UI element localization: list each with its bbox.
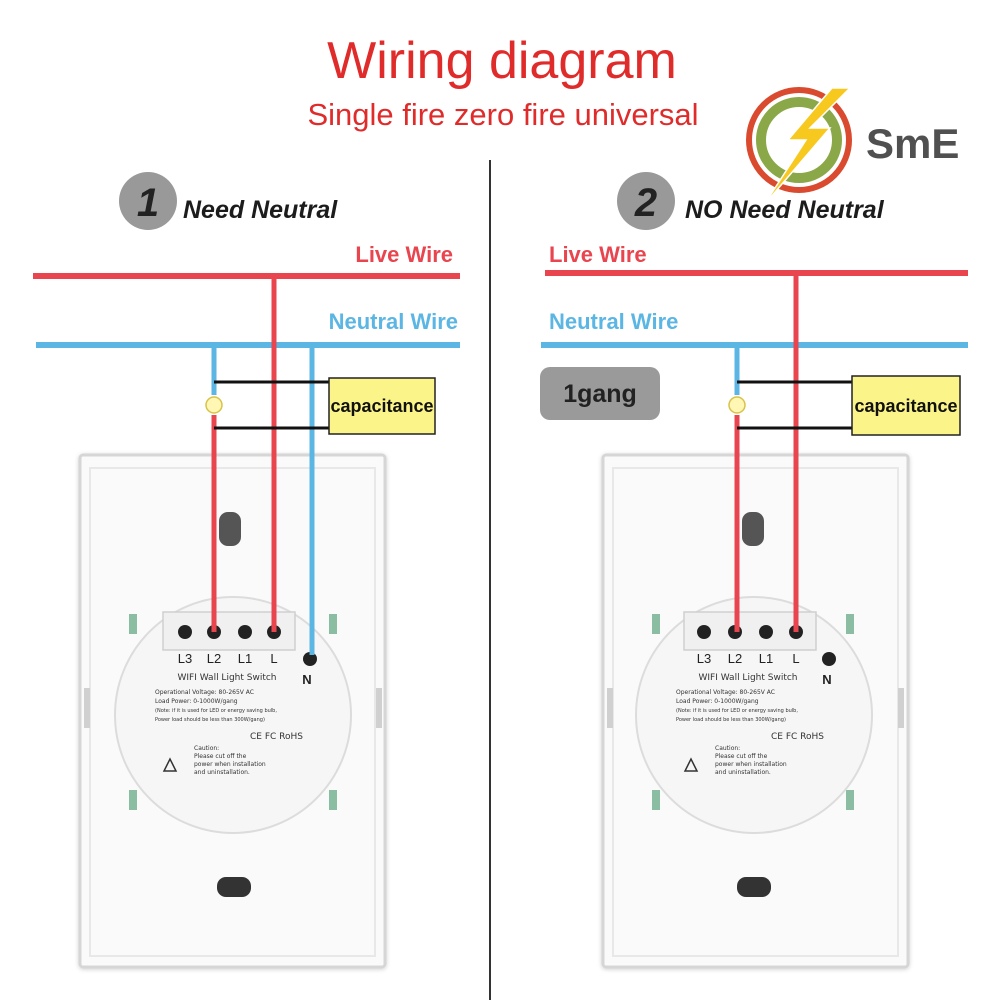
panel-no-need-neutral: 2 NO Need Neutral Live Wire Neutral Wire…	[540, 172, 968, 969]
caution-line: power when installation	[715, 761, 787, 768]
neutral-wire-label: Neutral Wire	[549, 309, 678, 334]
caution-line: Caution:	[715, 745, 740, 752]
neutral-terminal-screw	[303, 652, 317, 666]
capacitor-label: capacitance	[854, 396, 957, 416]
spec-line: Operational Voltage: 80-265V AC	[155, 689, 254, 696]
light-bulb-icon	[728, 396, 746, 414]
gang-badge	[540, 367, 660, 420]
panel-number: 2	[634, 181, 657, 225]
light-bulb-icon	[205, 396, 223, 414]
panel-number-circle	[119, 172, 177, 230]
caution-line: power when installation	[194, 761, 266, 768]
neutral-wire-label: Neutral Wire	[329, 309, 458, 334]
terminal-label: L	[792, 651, 799, 666]
caution-line: Caution:	[194, 745, 219, 752]
terminal-label: L2	[728, 651, 742, 666]
capacitor-label: capacitance	[330, 396, 433, 416]
panel-heading: NO Need Neutral	[685, 196, 885, 224]
spec-line: Power load should be less than 300W/gang…	[155, 717, 265, 723]
caution-line: Please cut off the	[715, 753, 768, 760]
page-title: Wiring diagram	[327, 32, 677, 90]
panel-number-circle	[617, 172, 675, 230]
logo: SmE	[746, 87, 959, 206]
certification-marks: CE FC RoHS	[771, 732, 824, 742]
page-subtitle: Single fire zero fire universal	[307, 97, 698, 132]
terminal-label: L1	[759, 651, 773, 666]
neutral-terminal-label: N	[302, 672, 311, 687]
lightning-bolt-icon	[746, 87, 852, 206]
terminal-label: L1	[238, 651, 252, 666]
spec-line: Power load should be less than 300W/gang…	[676, 717, 786, 723]
certification-marks: CE FC RoHS	[250, 732, 303, 742]
live-wire-label: Live Wire	[355, 242, 453, 267]
panel-need-neutral: 1 Need Neutral Live Wire Neutral Wire	[33, 172, 460, 969]
spec-line: Operational Voltage: 80-265V AC	[676, 689, 775, 696]
terminal-screw	[178, 625, 192, 639]
terminal-label: L3	[178, 651, 192, 666]
neutral-terminal-label: N	[822, 672, 831, 687]
spec-line: Load Power: 0-1000W/gang	[676, 698, 759, 705]
terminal-screw	[238, 625, 252, 639]
gang-badge-label: 1gang	[563, 380, 637, 408]
neutral-terminal-screw	[822, 652, 836, 666]
terminal-label: L3	[697, 651, 711, 666]
warning-icon	[162, 757, 178, 772]
panel-heading: Need Neutral	[183, 196, 338, 224]
panel-number: 1	[137, 181, 159, 225]
caution-line: and uninstallation.	[715, 769, 771, 776]
live-wire-label: Live Wire	[549, 242, 647, 267]
logo-text: SmE	[866, 120, 959, 167]
caution-line: Please cut off the	[194, 753, 247, 760]
switch-back-plate: L3 L2 L1 L N WIFI Wall Light Switch Oper…	[601, 453, 910, 969]
spec-line: (Note: if it is used for LED or energy s…	[155, 708, 277, 714]
terminal-label: L2	[207, 651, 221, 666]
spec-line: (Note: if it is used for LED or energy s…	[676, 708, 798, 714]
terminal-screw	[759, 625, 773, 639]
caution-line: and uninstallation.	[194, 769, 250, 776]
product-name: WIFI Wall Light Switch	[177, 673, 276, 683]
switch-back-plate: L3 L2 L1 L N WIFI Wall Light Switch Oper…	[78, 453, 387, 969]
capacitor-box	[851, 375, 961, 436]
terminal-label: L	[270, 651, 277, 666]
capacitor-box	[328, 377, 436, 435]
product-name: WIFI Wall Light Switch	[698, 673, 797, 683]
warning-icon	[683, 757, 699, 772]
spec-line: Load Power: 0-1000W/gang	[155, 698, 238, 705]
terminal-screw	[697, 625, 711, 639]
